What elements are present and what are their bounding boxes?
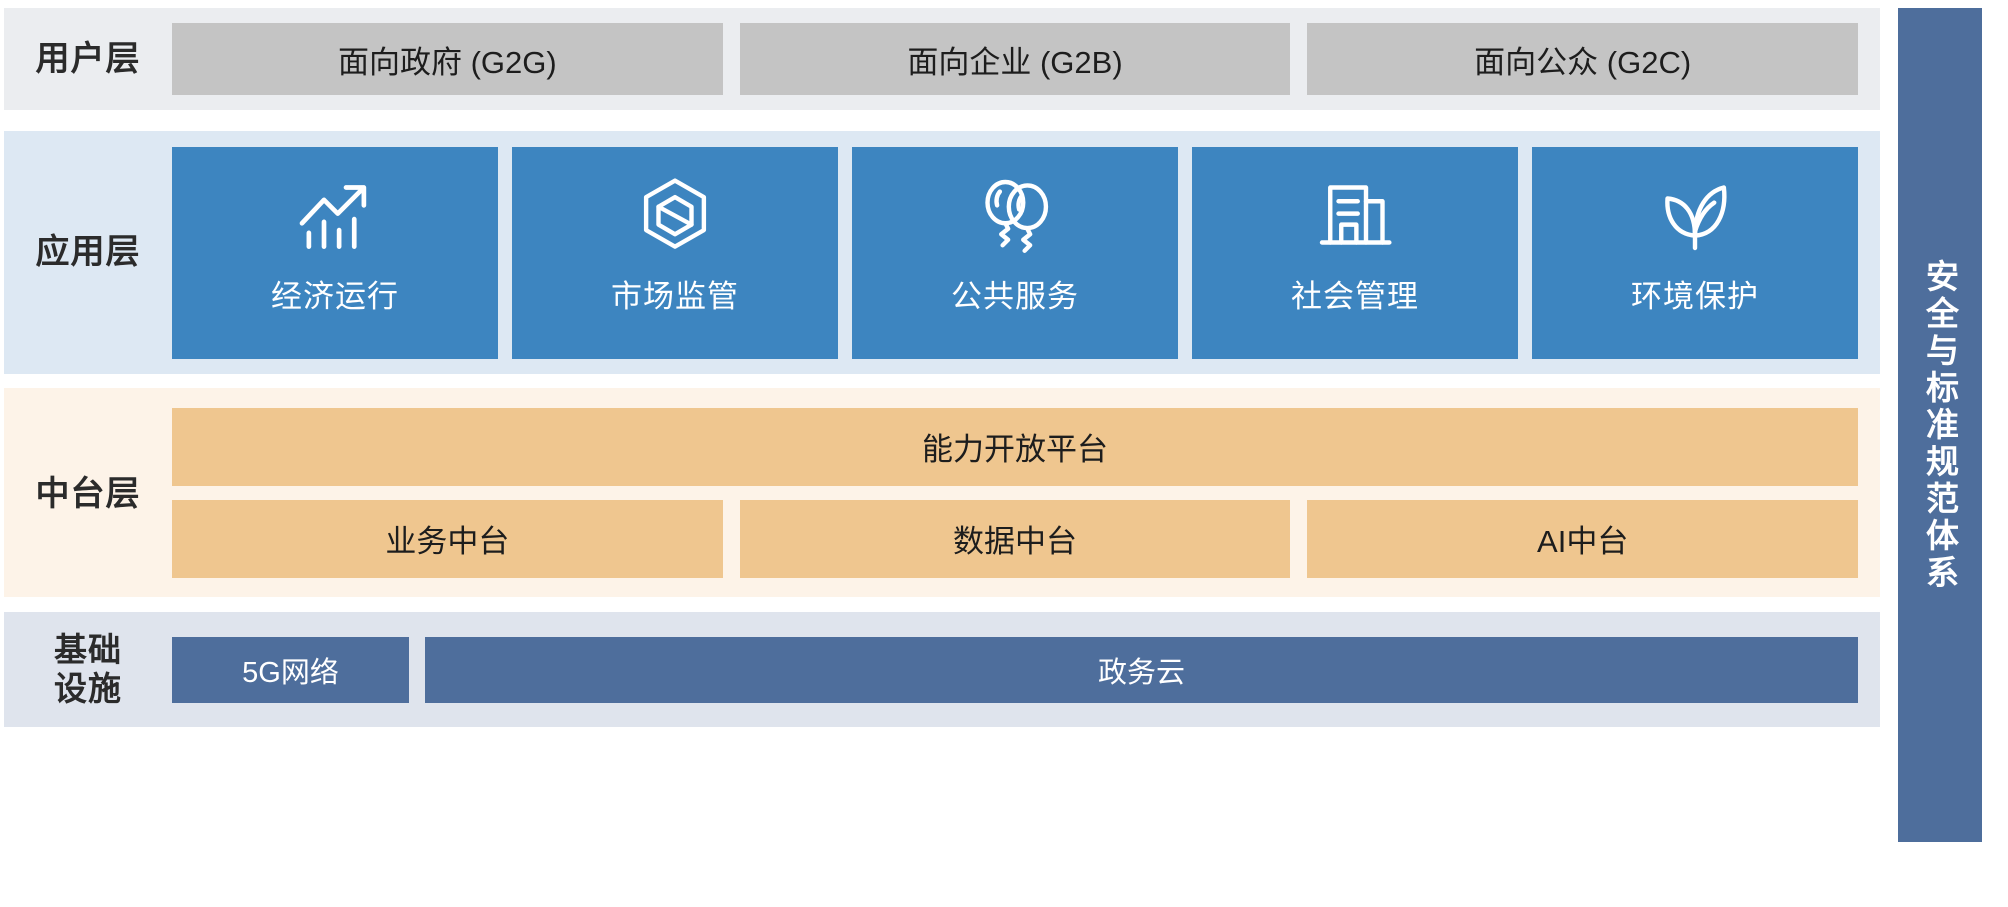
layer-body-infrastructure: 5G网络 政务云 (172, 612, 1880, 727)
mid-box-data-midend[interactable]: 数据中台 (739, 499, 1291, 578)
user-box-g2g[interactable]: 面向政府 (G2G) (172, 23, 723, 95)
app-card-economic-operation[interactable]: 经济运行 (172, 146, 498, 359)
app-label-economic-operation: 经济运行 (271, 278, 399, 314)
layer-body-middle-platform: 能力开放平台 业务中台 数据中台 AI中台 (172, 388, 1880, 597)
mid-box-ai-midend[interactable]: AI中台 (1307, 499, 1859, 578)
mid-box-capability-open-platform[interactable]: 能力开放平台 (172, 407, 1858, 486)
app-card-environmental-protection[interactable]: 环境保护 (1532, 146, 1858, 359)
app-label-public-service: 公共服务 (951, 278, 1079, 314)
user-box-g2c[interactable]: 面向公众 (G2C) (1307, 23, 1859, 95)
infra-box-government-cloud[interactable]: 政务云 (425, 636, 1858, 703)
app-card-public-service[interactable]: 公共服务 (852, 146, 1178, 359)
layer-label-infrastructure: 基础 设施 (54, 630, 122, 707)
app-label-social-management: 社会管理 (1291, 278, 1419, 314)
hexagon-cube-icon (629, 169, 721, 261)
layer-body-user: 面向政府 (G2G) 面向企业 (G2B) 面向公众 (G2C) (172, 8, 1880, 110)
user-box-g2b[interactable]: 面向企业 (G2B) (739, 23, 1291, 95)
infra-box-5g-network[interactable]: 5G网络 (172, 636, 409, 703)
leaf-icon (1649, 169, 1741, 261)
app-card-market-supervision[interactable]: 市场监管 (512, 146, 838, 359)
layer-user: 用户层 面向政府 (G2G) 面向企业 (G2B) 面向公众 (G2C) (4, 8, 1880, 110)
app-label-market-supervision: 市场监管 (611, 278, 739, 314)
layer-label-middle-platform: 中台层 (35, 475, 141, 514)
security-standards-label: 安全与标准规范体系 (1921, 258, 1959, 592)
security-standards-band: 安全与标准规范体系 (1898, 8, 1982, 842)
app-card-social-management[interactable]: 社会管理 (1192, 146, 1518, 359)
mid-row: 业务中台 数据中台 AI中台 (172, 499, 1859, 578)
layer-infrastructure: 基础 设施 5G网络 政务云 (4, 612, 1880, 727)
layer-label-application: 应用层 (35, 233, 141, 272)
layer-middle-platform: 中台层 能力开放平台 业务中台 数据中台 AI中台 (4, 388, 1880, 597)
balloons-icon (969, 169, 1061, 261)
layer-application: 应用层 经济运行 (4, 131, 1880, 374)
layer-label-user: 用户层 (35, 39, 141, 78)
trending-up-chart-icon (289, 169, 381, 261)
building-icon (1309, 169, 1401, 261)
layer-body-application: 经济运行 市场监管 (172, 146, 1880, 359)
app-label-environmental-protection: 环境保护 (1631, 278, 1759, 314)
mid-box-business-midend[interactable]: 业务中台 (172, 499, 723, 578)
